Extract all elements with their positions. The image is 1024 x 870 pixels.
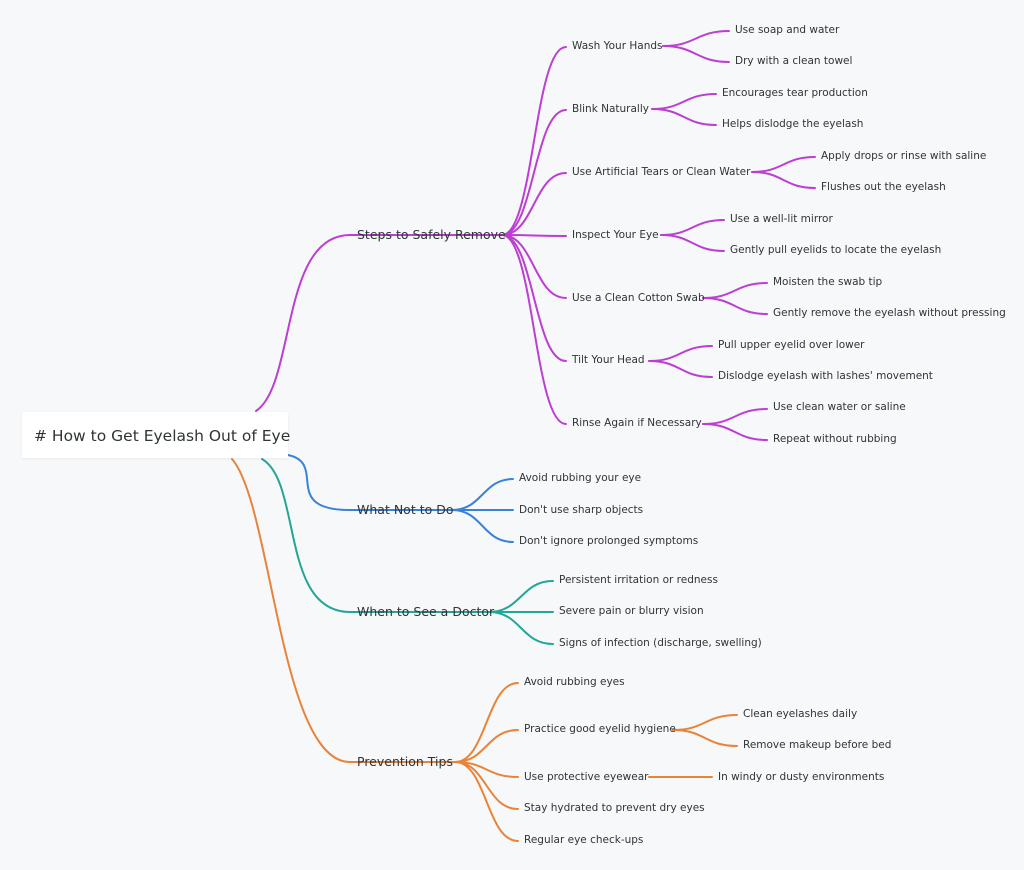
connector-root-avoid	[287, 454, 351, 511]
leaf-dislodge-with-lashes[interactable]: Dislodge eyelash with lashes' movement	[718, 370, 933, 382]
connector-step-3	[501, 234, 567, 237]
connector-step-2	[501, 172, 567, 236]
connector-prevention-4	[454, 761, 519, 842]
prevention-stay-hydrated[interactable]: Stay hydrated to prevent dry eyes	[524, 802, 705, 814]
connector-step-1	[501, 109, 567, 236]
avoid-rubbing-your-eye[interactable]: Avoid rubbing your eye	[519, 472, 642, 484]
connector-root-prevention	[231, 458, 351, 763]
step-cotton-swab[interactable]: Use a Clean Cotton Swab	[572, 292, 705, 304]
connector-step-0-leaf-1	[662, 45, 730, 63]
connector-prevention-1	[454, 729, 519, 763]
leaf-use-clean-water[interactable]: Use clean water or saline	[773, 401, 906, 413]
connector-doctor-2	[488, 611, 554, 645]
step-artificial-tears[interactable]: Use Artificial Tears or Clean Water	[572, 166, 751, 178]
leaf-flushes-out[interactable]: Flushes out the eyelash	[821, 181, 946, 193]
prevention-eyelid-hygiene[interactable]: Practice good eyelid hygiene	[524, 723, 676, 735]
leaf-moisten-swab[interactable]: Moisten the swab tip	[773, 276, 883, 288]
connector-doctor-0	[488, 580, 554, 613]
connector-root-steps	[255, 234, 351, 412]
leaf-apply-drops[interactable]: Apply drops or rinse with saline	[821, 150, 987, 162]
step-rinse-again[interactable]: Rinse Again if Necessary	[572, 417, 702, 429]
connector-step-3-leaf-0	[660, 219, 725, 236]
connector-step-5-leaf-1	[648, 360, 713, 378]
connector-step-3-leaf-1	[660, 234, 725, 252]
leaf-repeat-without-rubbing[interactable]: Repeat without rubbing	[773, 433, 897, 445]
doctor-persistent-irritation[interactable]: Persistent irritation or redness	[559, 574, 718, 586]
leaf-pull-upper-eyelid[interactable]: Pull upper eyelid over lower	[718, 339, 865, 351]
connector-step-5-leaf-0	[648, 345, 713, 362]
leaf-helps-dislodge[interactable]: Helps dislodge the eyelash	[722, 118, 864, 130]
doctor-signs-of-infection[interactable]: Signs of infection (discharge, swelling)	[559, 637, 762, 649]
prevention-avoid-rubbing[interactable]: Avoid rubbing eyes	[524, 676, 625, 688]
connector-step-4	[501, 234, 567, 299]
connector-step-0	[501, 46, 567, 236]
prevention-protective-eyewear[interactable]: Use protective eyewear	[524, 771, 649, 783]
step-inspect-your-eye[interactable]: Inspect Your Eye	[572, 229, 659, 241]
leaf-well-lit-mirror[interactable]: Use a well-lit mirror	[730, 213, 833, 225]
leaf-clean-eyelashes-daily[interactable]: Clean eyelashes daily	[743, 708, 858, 720]
connector-avoid-2	[451, 509, 514, 543]
prevention-regular-checkups[interactable]: Regular eye check-ups	[524, 834, 644, 846]
leaf-windy-dusty[interactable]: In windy or dusty environments	[718, 771, 885, 783]
branch-prevention-tips[interactable]: Prevention Tips	[357, 754, 453, 769]
step-blink-naturally[interactable]: Blink Naturally	[572, 103, 649, 115]
root-node[interactable]: # How to Get Eyelash Out of Eye	[22, 412, 291, 458]
connector-step-6-leaf-0	[702, 408, 768, 425]
connector-step-4-leaf-0	[702, 282, 768, 299]
leaf-pull-eyelids[interactable]: Gently pull eyelids to locate the eyelas…	[730, 244, 942, 256]
avoid-ignoring-symptoms[interactable]: Don't ignore prolonged symptoms	[519, 535, 699, 547]
root-label: # How to Get Eyelash Out of Eye	[34, 427, 291, 445]
connector-root-doctor	[261, 458, 351, 613]
doctor-severe-pain[interactable]: Severe pain or blurry vision	[559, 605, 704, 617]
connector-step-6-leaf-1	[702, 423, 768, 441]
step-tilt-your-head[interactable]: Tilt Your Head	[572, 354, 645, 366]
connector-step-1-leaf-0	[651, 93, 717, 110]
leaf-gently-remove[interactable]: Gently remove the eyelash without pressi…	[773, 307, 1006, 319]
connector-step-2-leaf-0	[751, 156, 816, 173]
leaf-dry-with-clean-towel[interactable]: Dry with a clean towel	[735, 55, 853, 67]
connector-hygiene-0	[672, 714, 738, 731]
branch-steps-to-safely-remove[interactable]: Steps to Safely Remove	[357, 227, 506, 242]
connector-step-0-leaf-0	[662, 30, 730, 47]
avoid-sharp-objects[interactable]: Don't use sharp objects	[519, 504, 644, 516]
connector-step-4-leaf-1	[702, 297, 768, 315]
connector-avoid-0	[451, 478, 514, 511]
connector-hygiene-1	[672, 729, 738, 747]
leaf-remove-makeup[interactable]: Remove makeup before bed	[743, 739, 892, 751]
branch-what-not-to-do[interactable]: What Not to Do	[357, 502, 454, 517]
branch-when-to-see-a-doctor[interactable]: When to See a Doctor	[357, 604, 495, 619]
leaf-use-soap-and-water[interactable]: Use soap and water	[735, 24, 840, 36]
connector-step-2-leaf-1	[751, 171, 816, 189]
connector-step-6	[501, 234, 567, 425]
leaf-encourages-tear-production[interactable]: Encourages tear production	[722, 87, 868, 99]
connector-step-5	[501, 234, 567, 362]
connector-step-1-leaf-1	[651, 108, 717, 126]
step-wash-your-hands[interactable]: Wash Your Hands	[572, 40, 663, 52]
connector-prevention-0	[454, 682, 519, 763]
